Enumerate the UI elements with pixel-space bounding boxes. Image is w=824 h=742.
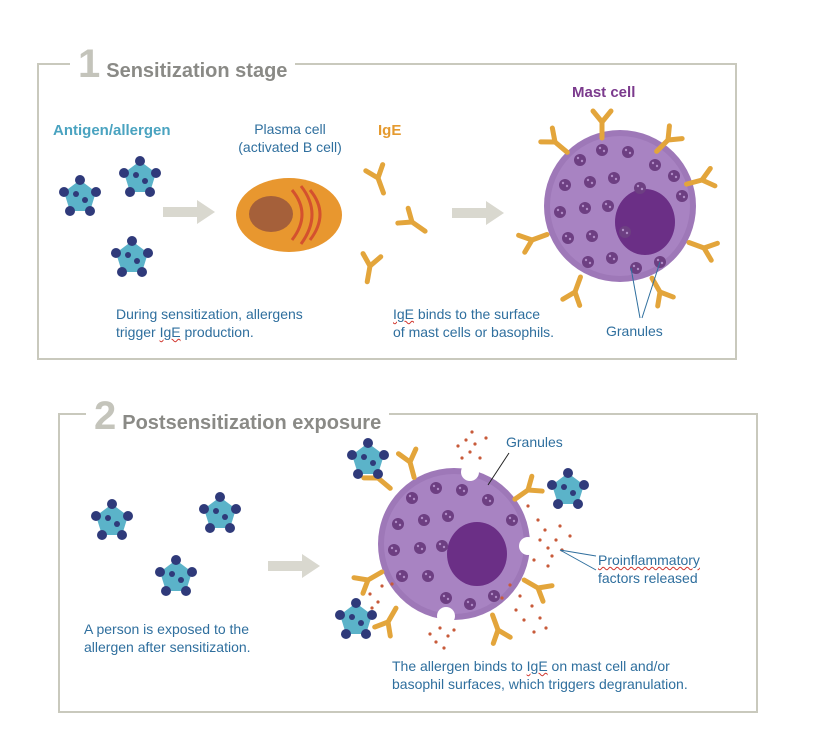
plasma-label-line1: Plasma cell [254, 121, 326, 137]
stage2-granules-label: Granules [506, 434, 563, 450]
stage1-panel [37, 63, 737, 360]
stage2-caption-left: A person is exposed to the allergen afte… [84, 620, 251, 656]
stage1-header: 1 Sensitization stage [70, 42, 296, 86]
stage1-caption-mid-line1: IgE binds to the surface [393, 306, 541, 322]
stage2-title: Postsensitization exposure [122, 412, 382, 434]
stage2-caption-bottom: The allergen binds to IgE on mast cell a… [392, 657, 688, 693]
stage1-caption-mid-line2: of mast cells or basophils. [393, 324, 555, 340]
stage1-number: 1 [78, 42, 101, 86]
stage2-caption-bottom-line1: The allergen binds to IgE on mast cell a… [392, 658, 670, 674]
mast-cell-stage1 [519, 111, 718, 306]
stage1-granules-pointers [630, 261, 661, 319]
stage1-antigens [59, 156, 161, 277]
proinflammatory-line2: factors released [598, 570, 698, 586]
ige-label: IgE [378, 122, 402, 139]
stage2-caption-bottom-line2: basophil surfaces, which triggers degran… [392, 676, 688, 692]
stage1-caption-mid: IgE binds to the surface of mast cells o… [393, 305, 554, 341]
stage2-caption-left-line1: A person is exposed to the [84, 621, 249, 637]
plasma-cell-label: Plasma cell (activated B cell) [226, 120, 354, 156]
stage1-arrow-1 [163, 200, 215, 224]
stage1-title: Sensitization stage [106, 60, 288, 82]
proinflammatory-line1: Proinflammatory [598, 552, 700, 568]
plasma-label-line2: (activated B cell) [238, 139, 342, 155]
stage2-header: 2 Postsensitization exposure [86, 394, 390, 438]
stage1-granules-label: Granules [606, 323, 663, 339]
mast-cell-stage2 [354, 449, 552, 643]
stage1-caption-left-line2: trigger IgE production. [116, 324, 254, 340]
stage2-pointers [487, 452, 597, 571]
stage2-caption-left-line2: allergen after sensitization. [84, 639, 251, 655]
released-factors [368, 430, 572, 650]
mast-cell-label: Mast cell [572, 84, 636, 101]
plasma-cell [236, 178, 342, 252]
stage1-caption-left: During sensitization, allergens trigger … [116, 305, 303, 341]
antigen-label: Antigen/allergen [53, 122, 171, 139]
ige-antibodies-free [358, 165, 430, 284]
proinflammatory-label: Proinflammatory factors released [598, 551, 700, 587]
stage2-arrow [268, 554, 320, 578]
stage2-panel [58, 413, 758, 713]
stage2-antigens [91, 492, 241, 596]
stage2-number: 2 [94, 394, 117, 438]
stage1-arrow-2 [452, 201, 504, 225]
stage1-caption-left-line1: During sensitization, allergens [116, 306, 303, 322]
